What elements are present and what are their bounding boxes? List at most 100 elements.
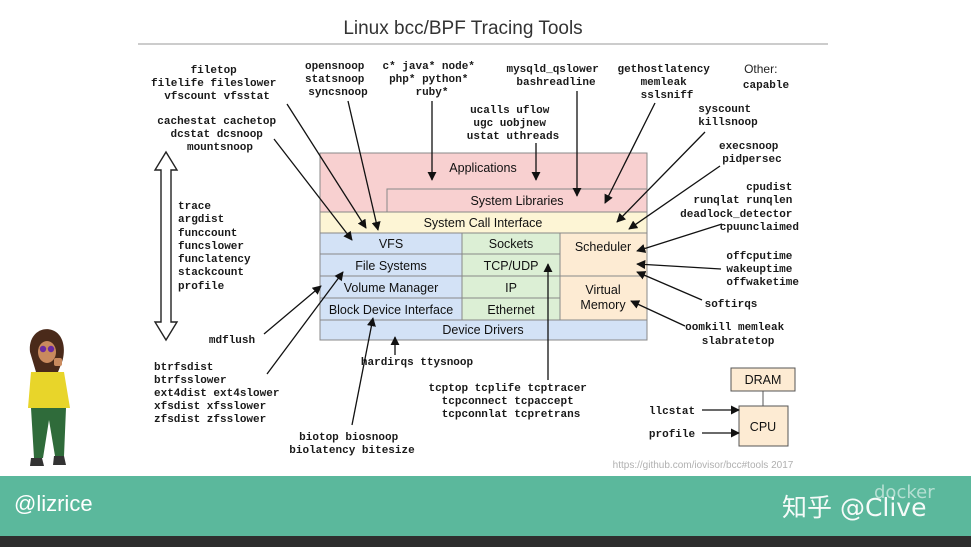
tool-line: c* java* node*: [382, 61, 474, 73]
arrows: [263, 91, 740, 438]
tool-line: ucalls uflow: [470, 105, 550, 117]
tools-mysql: mysqld_qslower bashreadline: [506, 64, 605, 89]
tool-line: sslsniff: [641, 90, 694, 102]
tools-syscount: syscount killsnoop: [698, 104, 758, 129]
tool-line: runqlat runqlen: [693, 195, 792, 207]
double-arrow: [153, 150, 179, 342]
tool-line: filetop: [191, 65, 238, 77]
tool-line: mysqld_qslower: [506, 64, 598, 76]
tool-line: funccount: [178, 228, 237, 240]
other-heading: Other:: [744, 62, 777, 76]
docker-watermark: docker: [874, 482, 935, 503]
tool-line: xfsdist xfsslower: [154, 401, 266, 413]
arrow-fs-top: [286, 103, 367, 229]
tool-line: funclatency: [178, 254, 251, 266]
cartoon-figure: [28, 329, 70, 466]
tools-snoop: opensnoop statsnoop syncsnoop: [305, 61, 371, 99]
tool-mdflush: mdflush: [209, 335, 255, 347]
tool-line: offcputime: [726, 251, 792, 263]
watermark-text: 知乎 @Clive: [782, 493, 927, 522]
hardware: DRAM CPU: [730, 367, 796, 447]
tools-cache: cachestat cachetop dcstat dcsnoop mounts…: [157, 116, 282, 154]
tool-line: memleak: [641, 77, 688, 89]
tool-line: syscount: [698, 104, 751, 116]
tool-line: statsnoop: [305, 74, 365, 86]
tool-line: ruby*: [415, 87, 448, 99]
arrow-cpu: [636, 223, 723, 253]
arrow-exec: [628, 165, 721, 230]
tool-line: pidpersec: [722, 154, 781, 166]
tools-cpu: cpudist runqlat runqlen deadlock_detecto…: [680, 182, 799, 234]
cpu-label: CPU: [750, 420, 776, 434]
tool-line: biolatency bitesize: [289, 445, 415, 457]
tool-line: bashreadline: [516, 77, 596, 89]
tool-line: cpudist: [746, 182, 792, 194]
tool-profile-hw: profile: [649, 429, 696, 441]
tools-fs-slow: btrfsdist btrfsslower ext4dist ext4slowe…: [154, 362, 286, 426]
tools-oom: oomkill memleak slabratetop: [685, 322, 791, 348]
tools-other: Other: capable: [743, 60, 790, 92]
tool-line: capable: [743, 80, 790, 92]
tools-gethost: gethostlatency memleak sslsniff: [617, 64, 716, 102]
tool-line: trace: [178, 201, 211, 213]
tool-line: mountsnoop: [187, 142, 253, 154]
arrow-oom: [630, 300, 686, 327]
bottom-strip: [0, 536, 971, 547]
tool-line: tcpconnlat tcpretrans: [442, 409, 581, 421]
presenter-handle: @lizrice: [14, 491, 93, 516]
tool-line: cpuunclaimed: [720, 222, 799, 234]
device-drivers-box: [319, 319, 648, 341]
tool-line: funcslower: [178, 241, 244, 253]
scheduler-box: [559, 232, 648, 277]
tool-line: biotop biosnoop: [299, 432, 398, 444]
tool-line: profile: [178, 281, 225, 293]
footer-bar: @lizrice 知乎 @Clive docker: [0, 476, 971, 536]
sockets-label: Sockets: [489, 237, 533, 251]
volume-manager-label: Volume Manager: [344, 281, 439, 295]
tool-line: cachestat cachetop: [157, 116, 276, 128]
ethernet-label: Ethernet: [487, 303, 535, 317]
tool-line: opensnoop: [305, 61, 365, 73]
arrow-syscount: [616, 131, 706, 223]
arrow-snoop: [347, 100, 381, 231]
tools-tcp: tcptop tcplife tcptracer tcpconnect tcpa…: [428, 383, 593, 421]
cpu-box: [738, 405, 789, 447]
virtual-memory-label-2: Memory: [580, 298, 626, 312]
tool-line: wakeuptime: [726, 264, 792, 276]
block-device-label: Block Device Interface: [329, 303, 453, 317]
tool-softirqs: softirqs: [705, 299, 758, 311]
tool-line: php* python*: [389, 74, 468, 86]
syscall-interface-label: System Call Interface: [424, 216, 543, 230]
tool-line: oomkill memleak: [685, 322, 784, 334]
tool-line: ugc uobjnew: [473, 118, 546, 130]
tool-line: stackcount: [178, 267, 244, 279]
tools-offcpu: offcputime wakeuptime offwaketime: [726, 251, 799, 289]
tool-line: gethostlatency: [617, 64, 710, 76]
tool-line: tcptop tcplife tcptracer: [428, 383, 586, 395]
scheduler-label: Scheduler: [575, 240, 631, 254]
tool-line: vfscount vfsstat: [164, 91, 270, 103]
tool-line: killsnoop: [698, 117, 758, 129]
tools-generic: trace argdist funccount funcslower funcl…: [178, 201, 257, 293]
kernel-stack: Applications System Libraries System Cal…: [319, 152, 648, 341]
vfs-label: VFS: [379, 237, 403, 251]
tool-line: ustat uthreads: [467, 131, 559, 143]
source-link: https://github.com/iovisor/bcc#tools 201…: [613, 460, 794, 471]
bcc-diagram: Linux bcc/BPF Tracing Tools Applications…: [28, 18, 828, 471]
tools-ucalls: ucalls uflow ugc uobjnew ustat uthreads: [467, 105, 559, 143]
virtual-memory-label-1: Virtual: [585, 283, 620, 297]
tool-hardirqs: hardirqs ttysnoop: [361, 357, 474, 369]
tools-bio: biotop biosnoop biolatency bitesize: [289, 432, 415, 457]
arrow-offcpu: [636, 259, 722, 270]
diagram-title: Linux bcc/BPF Tracing Tools: [343, 18, 582, 39]
watermark: 知乎 @Clive: [782, 488, 926, 524]
tool-line: slabratetop: [702, 336, 775, 348]
system-libraries-label: System Libraries: [470, 194, 563, 208]
tcp-udp-label: TCP/UDP: [484, 259, 539, 273]
ip-label: IP: [505, 281, 517, 295]
file-systems-label: File Systems: [355, 259, 427, 273]
tools-lang: c* java* node* php* python* ruby*: [382, 61, 481, 99]
tool-line: tcpconnect tcpaccept: [442, 396, 574, 408]
tool-line: syncsnoop: [308, 87, 368, 99]
